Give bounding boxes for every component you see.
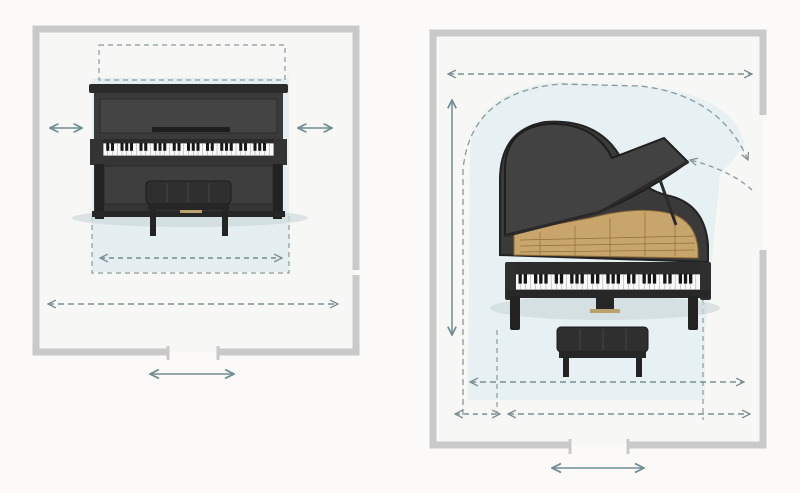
pedal-lyre [596,297,614,310]
grand-fallboard [507,262,710,274]
upright-pedals [180,209,202,213]
black-key [153,143,157,151]
black-key [596,274,600,284]
black-key [632,274,636,284]
grand-piano-bench [556,326,649,377]
black-key [554,274,558,284]
black-key [243,143,248,151]
clearance-outline-dashed [462,83,748,415]
bench-leg-right [222,209,228,236]
grand-piano [499,120,711,330]
black-key [224,143,229,151]
grand-leg-left [510,296,520,330]
black-key [129,143,134,151]
black-key [627,274,631,284]
black-key [580,274,584,284]
black-key [544,274,548,284]
black-key [220,143,224,151]
black-key [172,143,176,151]
bench-frame [148,204,229,210]
grand-lid-edge [504,160,689,238]
upright-key-slip [90,139,287,144]
black-key [590,274,595,284]
black-key [139,143,143,151]
black-key [106,143,110,151]
black-key [163,143,167,151]
black-key [186,143,191,151]
black-key [110,143,115,151]
grand-lid [504,122,690,237]
black-key [258,143,262,151]
black-key [559,274,564,284]
upright-top-cap [89,84,288,93]
black-key [616,274,620,284]
black-key [539,274,543,284]
room-right-walls [429,29,767,449]
black-key [125,143,129,151]
lid-prop-stick [658,179,678,226]
bench-leg-left [150,209,156,236]
black-key [683,274,688,284]
clearance-top-dashed [98,44,286,81]
black-key [523,274,527,284]
grand-leg-right [688,296,698,330]
grand-pedals [590,309,620,313]
black-key [689,274,693,284]
black-key [205,143,210,151]
black-key [642,274,646,284]
piano-bench [145,180,232,236]
upright-base [92,211,285,217]
black-key [196,143,200,151]
grand-key-rail [507,290,710,298]
black-key [606,274,610,284]
black-key [239,143,243,151]
grand-bench-leg-right [636,357,642,377]
black-key [177,143,181,151]
room-left [32,25,360,374]
black-key [191,143,195,151]
black-key [663,274,667,284]
black-key [570,274,574,284]
black-key [253,143,257,151]
room-left-walls [32,25,360,356]
black-key [144,143,148,151]
black-key [678,274,682,284]
black-key [668,274,672,284]
black-key [120,143,124,151]
grand-bench-leg-left [563,357,569,377]
black-key [518,274,522,284]
upright-keyboard [106,143,270,156]
music-rest [152,127,230,132]
black-key [158,143,162,151]
black-key [652,274,657,284]
black-key [229,143,233,151]
black-key [534,274,538,284]
black-key [611,274,615,284]
upright-piano [89,84,288,219]
room-right [429,29,767,468]
grand-keyboard [518,274,697,290]
black-key [647,274,651,284]
upright-leg-right [273,164,282,219]
black-key [262,143,267,151]
grand-bench-frame [559,352,646,358]
upright-leg-left [95,164,104,219]
black-key [210,143,214,151]
black-key [575,274,579,284]
clearance-bottom-dashed [91,214,290,274]
lid-swing-path [690,160,753,191]
